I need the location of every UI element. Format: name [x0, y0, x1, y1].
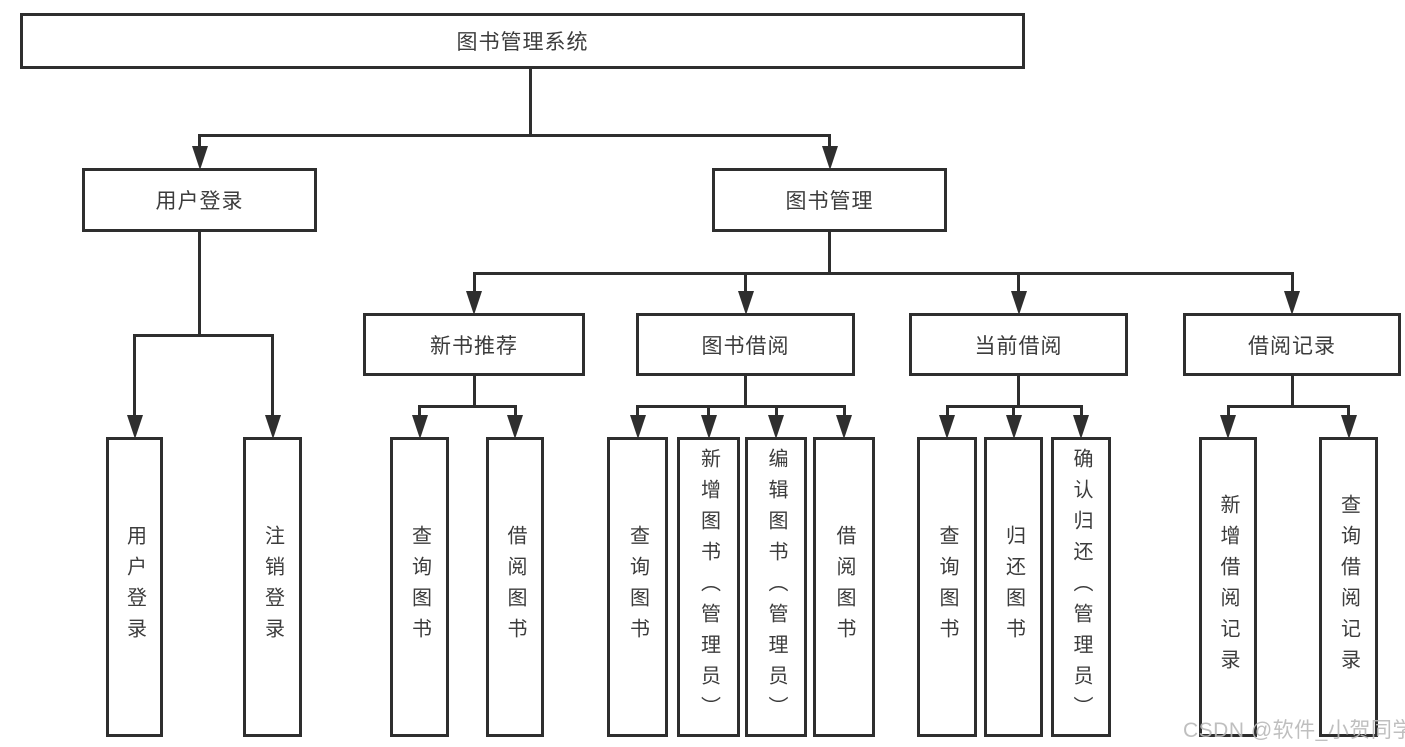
connector-bus — [636, 404, 846, 408]
connector-drop — [1079, 406, 1083, 417]
node-label: 图书管理 — [785, 190, 874, 213]
node-label: 用户登录 — [123, 525, 146, 649]
connector-drop — [1012, 406, 1015, 417]
node-current-borrow: 当前借阅 — [909, 313, 1128, 376]
node-br-query-record: 查询借阅记录 — [1319, 437, 1378, 737]
connector-drop — [133, 335, 136, 417]
connector-drop — [271, 335, 274, 417]
connector-drop — [1347, 406, 1350, 417]
connector-bus — [198, 133, 831, 137]
connector-drop — [842, 406, 846, 417]
connector-bus — [1226, 404, 1350, 408]
node-login: 用户登录 — [106, 437, 163, 737]
node-bb-edit-book: 编辑图书（管理员） — [745, 437, 807, 737]
node-borrow-records: 借阅记录 — [1183, 313, 1401, 376]
arrow-down-icon — [507, 415, 523, 439]
node-label: 当前借阅 — [974, 334, 1063, 358]
node-br-add-record: 新增借阅记录 — [1199, 437, 1257, 737]
connector-drop — [707, 406, 710, 417]
node-label: 借阅图书 — [504, 525, 526, 649]
arrow-down-icon — [939, 415, 955, 439]
node-label: 查询图书 — [936, 525, 958, 649]
connector-drop — [636, 406, 639, 417]
arrow-down-icon — [1005, 415, 1022, 439]
connector-drop — [198, 135, 201, 148]
node-label: 查询借阅记录 — [1337, 494, 1360, 680]
node-label: 注销登录 — [261, 525, 284, 649]
arrow-down-icon — [700, 415, 717, 439]
node-bb-borrow-book: 借阅图书 — [813, 437, 875, 737]
connector-bus — [133, 333, 274, 337]
node-label: 借阅图书 — [833, 525, 855, 649]
node-rec-query-book: 查询图书 — [390, 437, 449, 737]
arrow-down-icon — [1073, 415, 1089, 439]
node-label: 编辑图书（管理员） — [765, 447, 787, 727]
node-label: 新增借阅记录 — [1217, 494, 1239, 680]
node-label: 新书推荐 — [430, 334, 518, 358]
arrow-down-icon — [821, 146, 838, 170]
watermark-text: CSDN @软件_小贺同学 — [1183, 719, 1405, 742]
node-label: 查询图书 — [408, 525, 431, 649]
node-label: 查询图书 — [626, 525, 649, 649]
arrow-down-icon — [466, 291, 482, 315]
node-root: 图书管理系统 — [20, 13, 1025, 69]
arrow-down-icon — [629, 415, 646, 439]
connector-stem — [198, 230, 201, 337]
node-label: 新增图书（管理员） — [697, 447, 720, 727]
connector-drop — [1017, 273, 1020, 293]
node-label: 确认归还（管理员） — [1070, 447, 1092, 727]
node-label: 图书管理系统 — [456, 31, 589, 54]
node-label: 借阅记录 — [1248, 334, 1336, 358]
arrow-down-icon — [191, 146, 208, 170]
connector-stem — [472, 374, 476, 408]
connector-drop — [945, 406, 949, 417]
node-new-book-rec: 新书推荐 — [363, 313, 585, 376]
connector-stem — [744, 374, 747, 408]
connector-stem — [1017, 374, 1020, 408]
node-user-login: 用户登录 — [82, 168, 317, 232]
node-label: 归还图书 — [1002, 525, 1025, 649]
arrow-down-icon — [1340, 415, 1357, 439]
arrow-down-icon — [836, 415, 852, 439]
node-logout: 注销登录 — [243, 437, 302, 737]
connector-drop — [1226, 406, 1230, 417]
connector-drop — [828, 135, 831, 148]
arrow-down-icon — [1010, 291, 1027, 315]
node-book-mgmt: 图书管理 — [712, 168, 947, 232]
node-label: 图书借阅 — [701, 334, 790, 358]
connector-stem — [1290, 374, 1294, 408]
node-book-borrow: 图书借阅 — [636, 313, 855, 376]
arrow-down-icon — [411, 415, 428, 439]
connector-bus — [472, 271, 1294, 275]
node-label: 用户登录 — [155, 190, 244, 213]
node-cb-confirm-return: 确认归还（管理员） — [1051, 437, 1111, 737]
arrow-down-icon — [264, 415, 281, 439]
node-bb-add-book: 新增图书（管理员） — [677, 437, 740, 737]
connector-bus — [418, 404, 517, 408]
arrow-down-icon — [737, 291, 754, 315]
connector-drop — [774, 406, 778, 417]
node-rec-borrow-book: 借阅图书 — [486, 437, 544, 737]
arrow-down-icon — [1284, 291, 1300, 315]
arrow-down-icon — [768, 415, 784, 439]
node-cb-return-book: 归还图书 — [984, 437, 1043, 737]
node-cb-query-book: 查询图书 — [917, 437, 977, 737]
connector-drop — [472, 273, 476, 293]
connector-drop — [1290, 273, 1294, 293]
connector-stem — [828, 230, 831, 275]
connector-stem — [528, 67, 532, 137]
connector-drop — [418, 406, 421, 417]
node-bb-query-book: 查询图书 — [607, 437, 668, 737]
arrow-down-icon — [1220, 415, 1236, 439]
arrow-down-icon — [126, 415, 143, 439]
connector-drop — [513, 406, 517, 417]
connector-drop — [744, 273, 747, 293]
